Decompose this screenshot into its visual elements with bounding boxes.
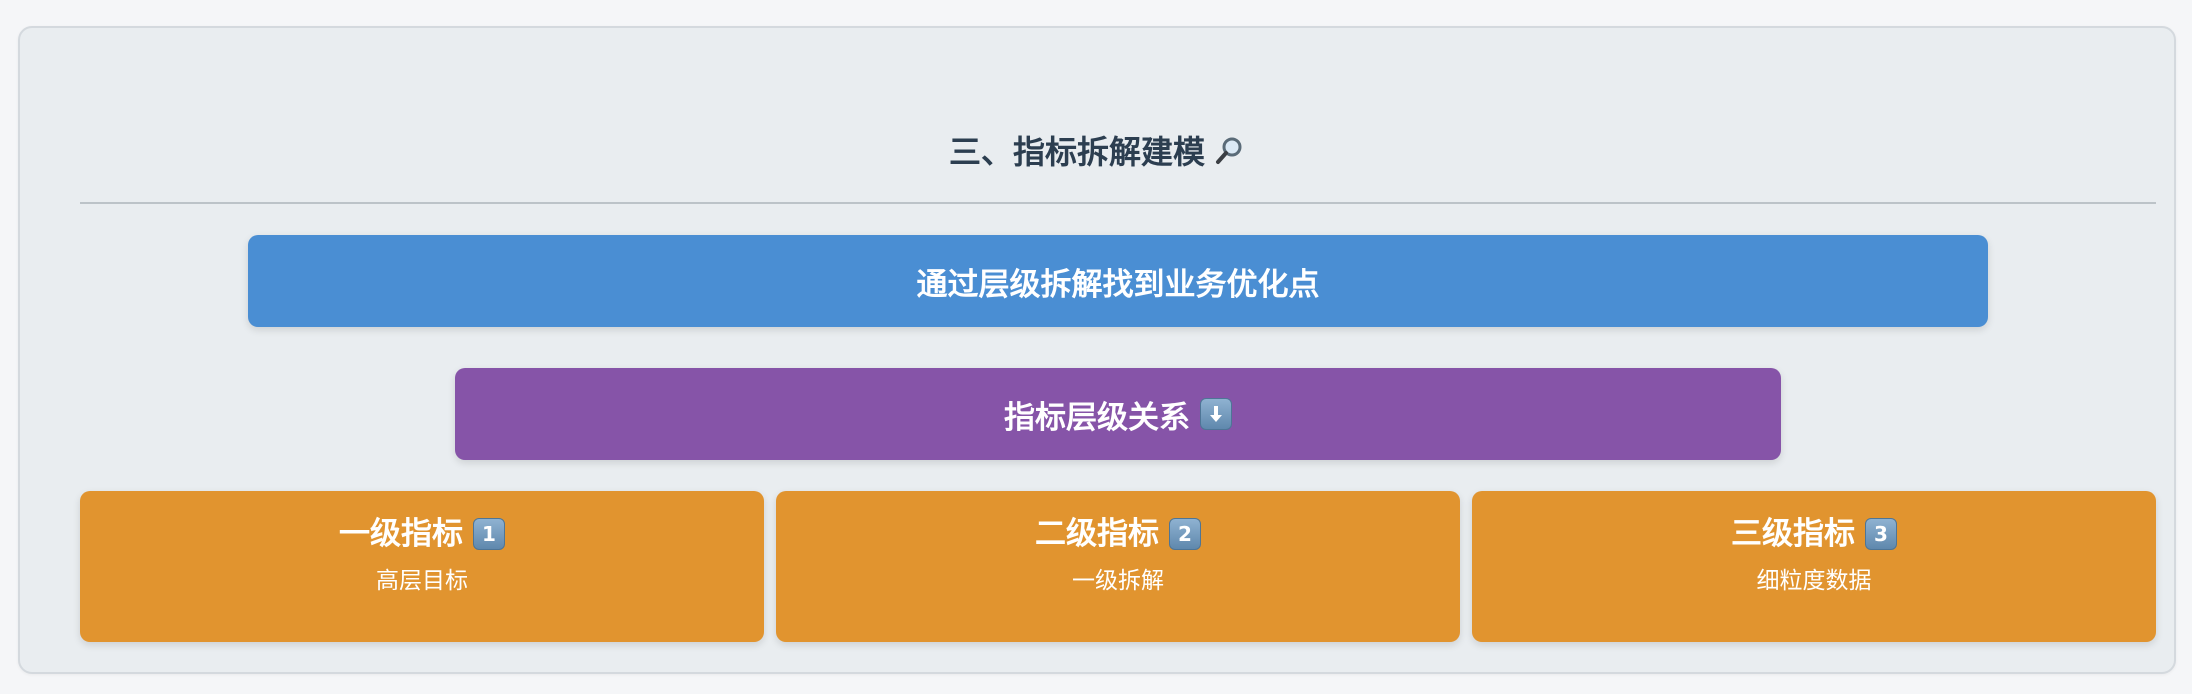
section-title: 三、指标拆解建模 <box>20 132 2174 174</box>
goal-banner: 通过层级拆解找到业务优化点 <box>248 235 1988 327</box>
number-2-key-icon: 2 <box>1169 518 1201 550</box>
level-2-title-text: 二级指标 <box>1035 516 1159 552</box>
number-3-key-icon: 3 <box>1865 518 1897 550</box>
level-1-box: 一级指标 1 高层目标 <box>80 491 764 642</box>
level-3-box: 三级指标 3 细粒度数据 <box>1472 491 2156 642</box>
level-3-subtitle: 细粒度数据 <box>1756 568 1872 594</box>
level-1-title: 一级指标 1 <box>80 511 764 557</box>
down-arrow-key-icon <box>1200 398 1232 430</box>
level-2-title: 二级指标 2 <box>776 511 1460 557</box>
level-2-subtitle: 一级拆解 <box>1072 568 1164 594</box>
number-1-key-icon: 1 <box>473 518 505 550</box>
level-3-title: 三级指标 3 <box>1472 511 2156 557</box>
section-card: 三、指标拆解建模 通过层级拆解找到业务优化点 指标层级关系 一级指标 1 高层目… <box>18 26 2176 674</box>
hierarchy-banner: 指标层级关系 <box>455 368 1781 460</box>
goal-banner-text: 通过层级拆解找到业务优化点 <box>916 266 1320 303</box>
magnifying-glass-icon <box>1215 134 1245 174</box>
hierarchy-banner-text: 指标层级关系 <box>1004 399 1190 436</box>
section-divider <box>80 202 2156 204</box>
level-1-subtitle: 高层目标 <box>376 568 468 594</box>
level-3-title-text: 三级指标 <box>1731 516 1855 552</box>
level-2-box: 二级指标 2 一级拆解 <box>776 491 1460 642</box>
section-title-text: 三、指标拆解建模 <box>948 133 1205 171</box>
level-1-title-text: 一级指标 <box>339 516 463 552</box>
